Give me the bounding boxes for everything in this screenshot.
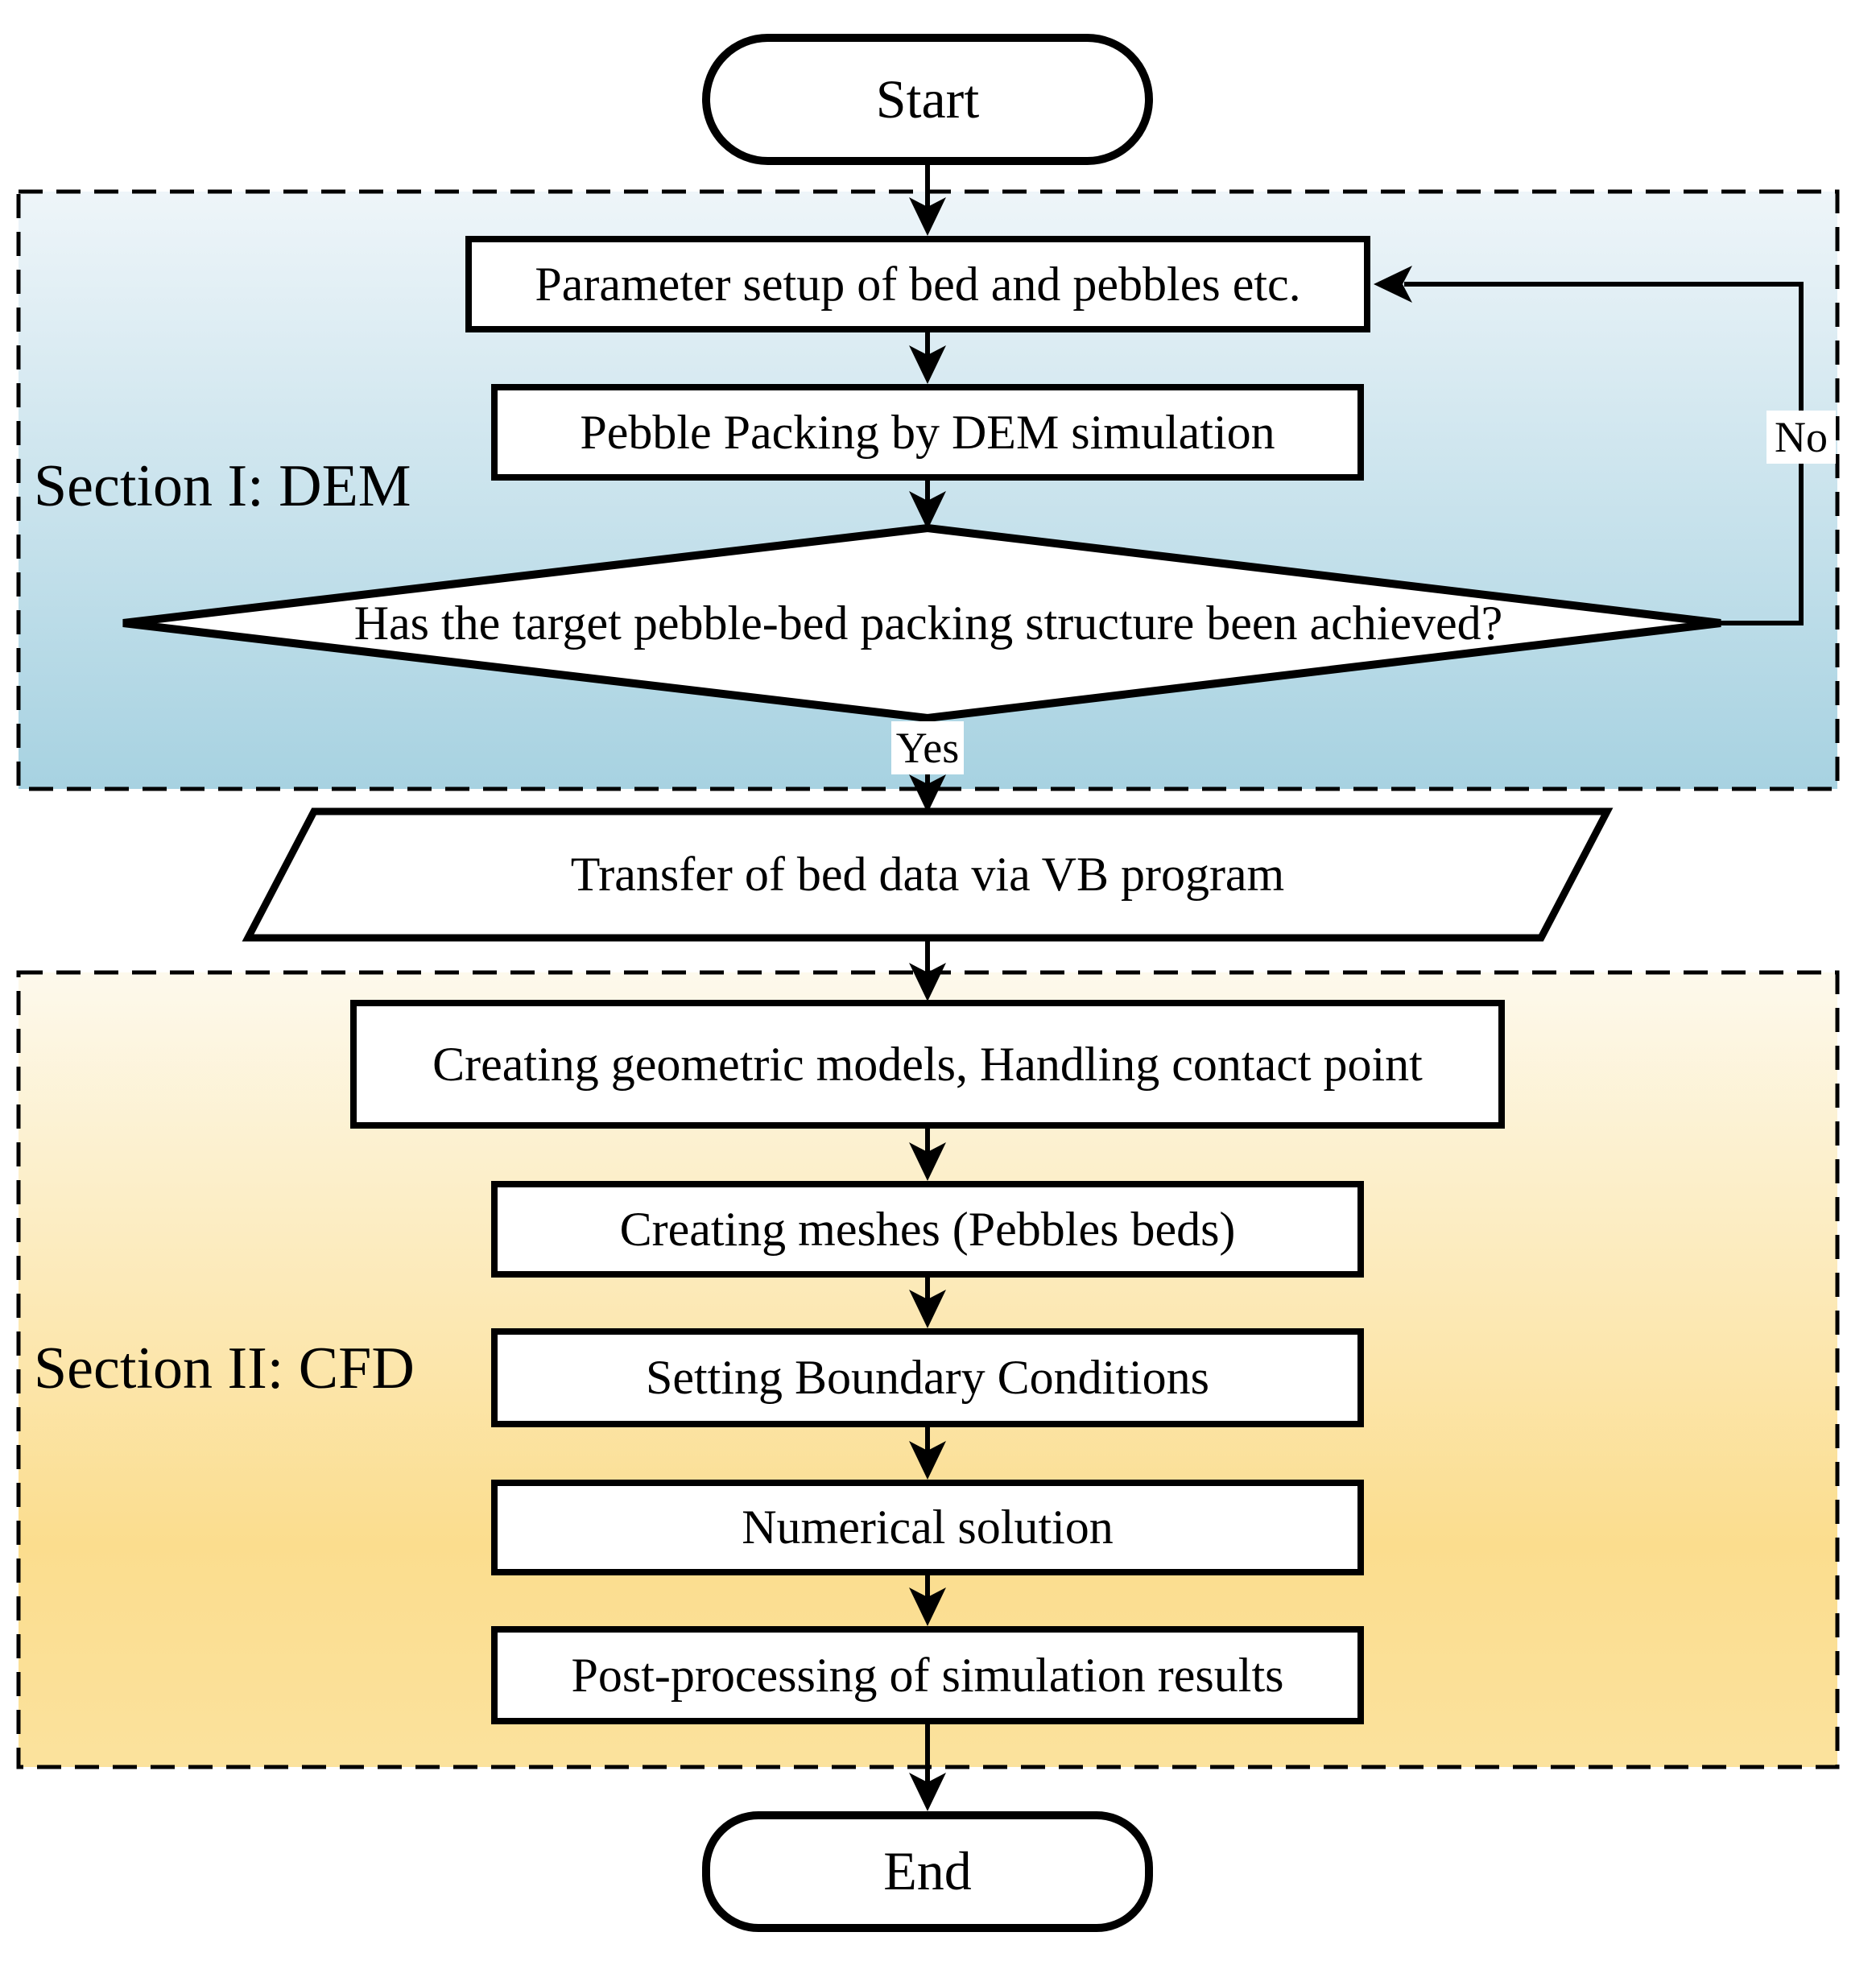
process-creating-meshes: Creating meshes (Pebbles beds) [491,1181,1364,1278]
process-numerical-solution: Numerical solution [491,1480,1364,1575]
section-2-label: Section II: CFD [34,1336,415,1402]
arrowhead-into-meshes [909,1142,946,1181]
arrowhead-into-parameter [909,197,946,236]
process-pebble-packing: Pebble Packing by DEM simulation [491,384,1364,481]
arrowhead-into-packing [909,345,946,384]
arrowheads [909,197,1412,1811]
edge-label-yes: Yes [891,721,964,774]
end-node: End [702,1811,1153,1932]
edge-label-no: No [1766,411,1836,464]
process-geometric-models: Creating geometric models, Handling cont… [350,1000,1505,1129]
arrowhead-into-numerical [909,1441,946,1480]
process-parameter-setup: Parameter setup of bed and pebbles etc. [465,236,1370,332]
arrowhead-into-geometric [909,963,946,1001]
process-post-processing: Post-processing of simulation results [491,1626,1364,1724]
transfer-node-text: Transfer of bed data via VB program [570,848,1285,901]
decision-node-text: Has the target pebble-bed packing struct… [353,596,1503,650]
arrowhead-into-boundary [909,1290,946,1328]
arrowhead-into-postprocessing [909,1587,946,1626]
arrowhead-into-decision [909,491,946,530]
arrowhead-into-transfer [909,774,946,813]
section-1-label: Section I: DEM [34,453,411,519]
arrowhead-into-end [909,1773,946,1811]
transfer-parallelogram-shape [242,807,1614,942]
decision-diamond-shape [122,523,1721,723]
start-node: Start [702,34,1153,165]
arrowhead-no-loop-into-parameter [1374,266,1412,303]
process-boundary-conditions: Setting Boundary Conditions [491,1328,1364,1427]
